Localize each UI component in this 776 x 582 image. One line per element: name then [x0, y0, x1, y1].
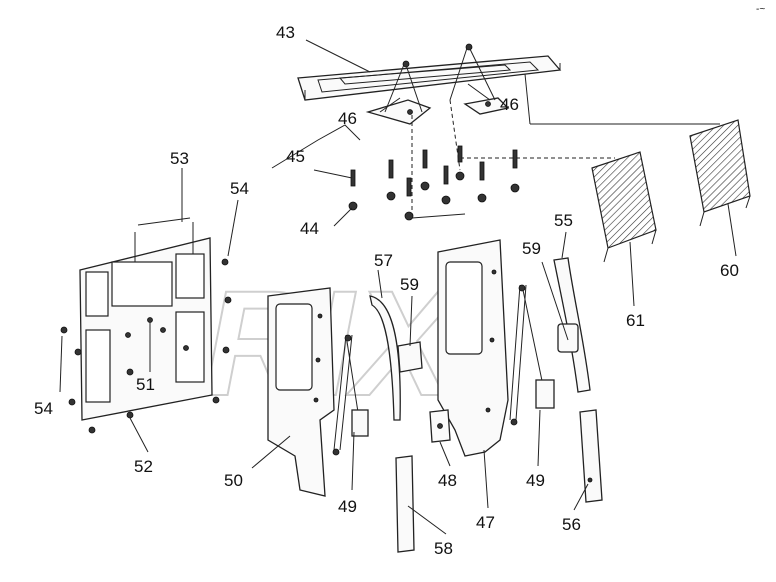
- callout-51: 51: [136, 375, 155, 394]
- part-50-left-side-panel: [267, 287, 335, 497]
- callout-58: 58: [434, 539, 453, 558]
- callout-49-left: 49: [338, 497, 357, 516]
- corner-mark: -~: [756, 4, 765, 15]
- callout-54-bottom: 54: [34, 399, 53, 418]
- part-51-rear-wall-panel: [79, 217, 213, 421]
- part-55-right-pillar: [553, 257, 591, 393]
- part-61-sun-shade: [591, 151, 657, 263]
- leader-lines: [59, 39, 737, 535]
- callout-50: 50: [224, 471, 243, 490]
- callout-53: 53: [170, 149, 189, 168]
- callout-46-left: 46: [338, 109, 357, 128]
- callout-59-middle: 59: [400, 275, 419, 294]
- part-48-bracket: [429, 409, 451, 443]
- callout-52: 52: [134, 457, 153, 476]
- callout-46-right: 46: [500, 95, 519, 114]
- callout-49-right: 49: [526, 471, 545, 490]
- callout-labels: 43 46 46 45 44 53 54 54 51 52 50 49 57 5…: [34, 23, 739, 558]
- part-47-right-side-panel: [437, 239, 509, 457]
- part-49-left-seat-belt: [332, 334, 369, 456]
- callout-43: 43: [276, 23, 295, 42]
- callout-54-top: 54: [230, 179, 249, 198]
- callout-56: 56: [562, 515, 581, 534]
- part-57-pillar-trim: [369, 295, 401, 421]
- callout-60: 60: [720, 261, 739, 280]
- part-58-strip: [395, 455, 415, 553]
- callout-61: 61: [626, 311, 645, 330]
- callout-57: 57: [374, 251, 393, 270]
- guide-line: [411, 213, 466, 219]
- part-56-strip: [579, 409, 603, 503]
- callout-47: 47: [476, 513, 495, 532]
- callout-44: 44: [300, 219, 319, 238]
- part-44-45-screws: [348, 145, 520, 221]
- callout-45: 45: [286, 147, 305, 166]
- part-43-roof-hatch: [297, 55, 562, 101]
- part-60-sun-shade: [689, 119, 751, 227]
- callout-55: 55: [554, 211, 573, 230]
- callout-48: 48: [438, 471, 457, 490]
- part-46-hinge-brackets: [365, 43, 510, 125]
- part-49-right-seat-belt: [509, 284, 555, 426]
- part-52-54-fasteners: [60, 258, 232, 434]
- guide-line: [524, 73, 531, 125]
- part-59-trim-strip: [397, 341, 423, 373]
- callout-59-right: 59: [522, 239, 541, 258]
